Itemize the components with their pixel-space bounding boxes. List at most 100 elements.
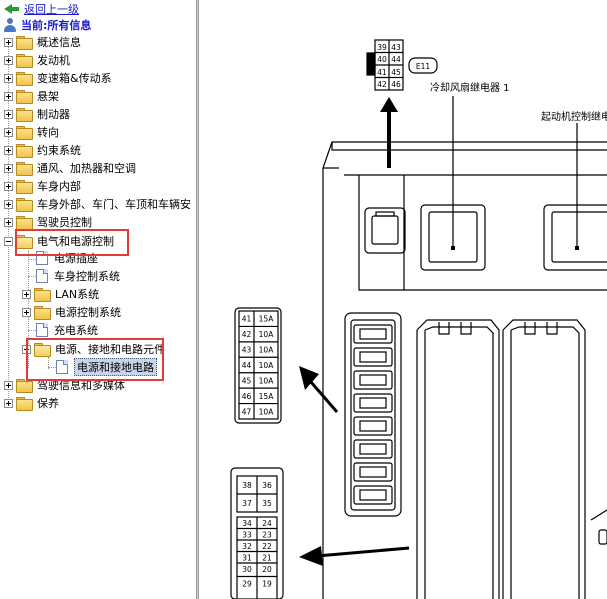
tree-item[interactable]: 保养 [4,394,59,412]
tree-item[interactable]: 制动器 [4,105,70,123]
fuse-table-lower [230,467,284,599]
fuse-amperage: 10A [259,376,275,385]
tree-item[interactable]: 电源控制系统 [22,303,121,321]
tree-item-label: 概述信息 [37,36,81,49]
tree-item-label: 电气和电源控制 [37,235,114,248]
pin-label: 46 [391,80,401,89]
tree-item-label: 约束系统 [37,144,81,157]
expand-icon[interactable] [4,199,13,209]
tree-item-label: 悬架 [37,90,59,103]
folder-icon [16,53,33,68]
expand-icon[interactable] [22,307,31,317]
fuse-number: 24 [262,519,272,528]
tree-item-label: 保养 [37,397,59,410]
tree-guide-line [48,357,49,369]
tree-item[interactable]: 车身外部、车门、车顶和车辆安 [4,195,191,213]
expand-icon[interactable] [4,217,13,227]
tree-item-label: 驾驶员控制 [37,216,92,229]
folder-icon [16,107,33,122]
expand-icon[interactable] [4,109,13,119]
tree-item[interactable]: 转向 [4,123,59,141]
fuse-amperage: 15A [259,392,275,401]
expand-icon[interactable] [22,289,31,299]
tree-item-label: 发动机 [37,54,70,67]
tree-item-label: 电源控制系统 [55,306,121,319]
pin-label: 44 [391,55,401,64]
tree-item[interactable]: 驾驶员控制 [4,213,92,231]
pin-label: 40 [377,55,387,64]
tree-item[interactable]: 车身控制系统 [36,267,120,285]
fuse-number: 38 [242,481,252,490]
arrow-up-icon [380,97,398,112]
document-icon [36,269,48,283]
collapse-icon[interactable] [4,236,13,246]
user-icon [4,17,17,33]
folder-icon [16,89,33,104]
fuse-amperage: 15A [259,315,275,324]
tree-item[interactable]: 通风、加热器和空调 [4,159,136,177]
expand-icon[interactable] [4,127,13,137]
fuse-number: 19 [262,580,272,589]
relay-1-label: 冷却风扇继电器 1 [430,81,510,94]
expand-icon[interactable] [4,380,13,390]
fuse-number: 36 [262,481,272,490]
fuse-slot [353,347,393,367]
tree-item[interactable]: LAN系统 [22,285,99,303]
fuse-number: 47 [242,407,252,416]
fuse-number: 31 [242,554,252,563]
folder-icon [16,396,33,411]
pin-label: 39 [377,43,387,52]
tree-item[interactable]: 变速箱&传动系 [4,69,112,87]
expand-icon[interactable] [4,91,13,101]
arrow-left-icon [299,546,323,566]
expand-icon[interactable] [4,37,13,47]
fuse-table-small [234,307,282,424]
back-arrow-icon[interactable] [4,3,20,15]
tree-item-label: 电源、接地和电路元件 [55,343,165,356]
fuse-number: 44 [242,361,252,370]
pin-label: 43 [391,43,401,52]
tree-item-selected[interactable]: 电源和接地电路 [56,358,157,376]
fuse-slot [353,485,393,505]
tree-item[interactable]: 发动机 [4,51,70,69]
tree-item[interactable]: 充电系统 [36,321,98,339]
folder-icon [34,287,51,302]
document-icon [36,323,48,337]
document-icon [56,360,68,374]
tree-item[interactable]: 概述信息 [4,33,81,51]
expand-icon[interactable] [4,73,13,83]
tree-item-electrical[interactable]: 电气和电源控制 [4,232,114,250]
fuse-slot-inner [359,489,387,501]
cooling-fan-relay-1 [420,204,486,271]
folder-icon [16,378,33,393]
fuse-amperage: 10A [259,361,275,370]
fuse-slot [353,393,393,413]
expand-icon[interactable] [4,181,13,191]
tree-guide-line [28,276,36,277]
folder-open-icon [34,342,51,357]
tree-item-label: 车身内部 [37,180,81,193]
tree-item-label: 转向 [37,126,59,139]
expand-icon[interactable] [4,55,13,65]
tree-item-label: 通风、加热器和空调 [37,162,136,175]
tree-item[interactable]: 驾驶信息和多媒体 [4,376,125,394]
expand-icon[interactable] [4,163,13,173]
fuse-slot-inner [359,351,387,363]
fuse-slot-inner [359,374,387,386]
pane-splitter[interactable] [196,0,199,599]
back-row[interactable]: 返回上一级 [4,0,79,18]
expand-icon[interactable] [4,145,13,155]
folder-icon [16,35,33,50]
folder-icon [16,215,33,230]
tree-item[interactable]: 车身内部 [4,177,81,195]
expand-icon[interactable] [4,398,13,408]
tree-item[interactable]: 悬架 [4,87,59,105]
arrow-diagonal-icon [299,366,319,390]
pin-label: 45 [391,68,401,77]
back-link[interactable]: 返回上一级 [24,3,79,16]
folder-icon [16,143,33,158]
fuse-amperage: 10A [259,346,275,355]
tree-item[interactable]: 约束系统 [4,141,81,159]
fuse-number: 41 [242,315,252,324]
